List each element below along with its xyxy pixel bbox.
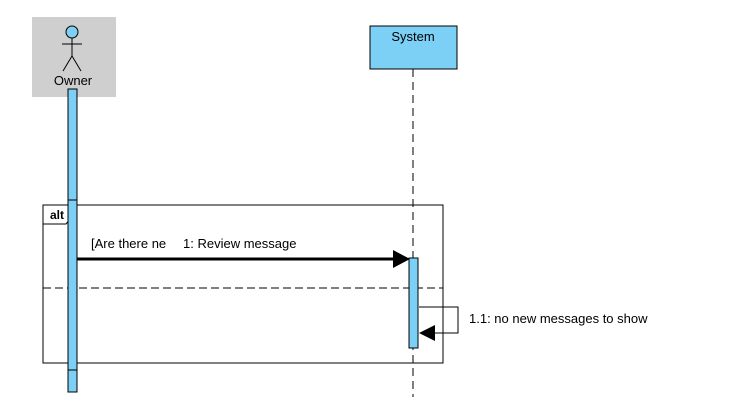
- system-participant[interactable]: System: [369, 25, 458, 70]
- message-review[interactable]: 1: Review message: [77, 236, 410, 268]
- message-self-arrowhead-icon: [419, 325, 435, 341]
- owner-actor[interactable]: Owner: [32, 17, 116, 97]
- message-review-label: 1: Review message: [183, 236, 296, 251]
- message-self[interactable]: 1.1: no new messages to show: [419, 306, 648, 341]
- owner-activation-bar-overlay: [67, 199, 78, 371]
- actor-stick-figure-icon: [62, 25, 82, 72]
- message-review-arrowhead-icon: [393, 250, 410, 268]
- message-self-label: 1.1: no new messages to show: [469, 311, 648, 326]
- fragment-operator-label: alt: [50, 208, 64, 222]
- alt-fragment[interactable]: alt: [42, 204, 444, 364]
- system-label: System: [391, 29, 434, 44]
- owner-label: Owner: [54, 73, 93, 88]
- system-activation-bar: [408, 257, 419, 349]
- fragment-guard: [Are there ne: [91, 236, 166, 251]
